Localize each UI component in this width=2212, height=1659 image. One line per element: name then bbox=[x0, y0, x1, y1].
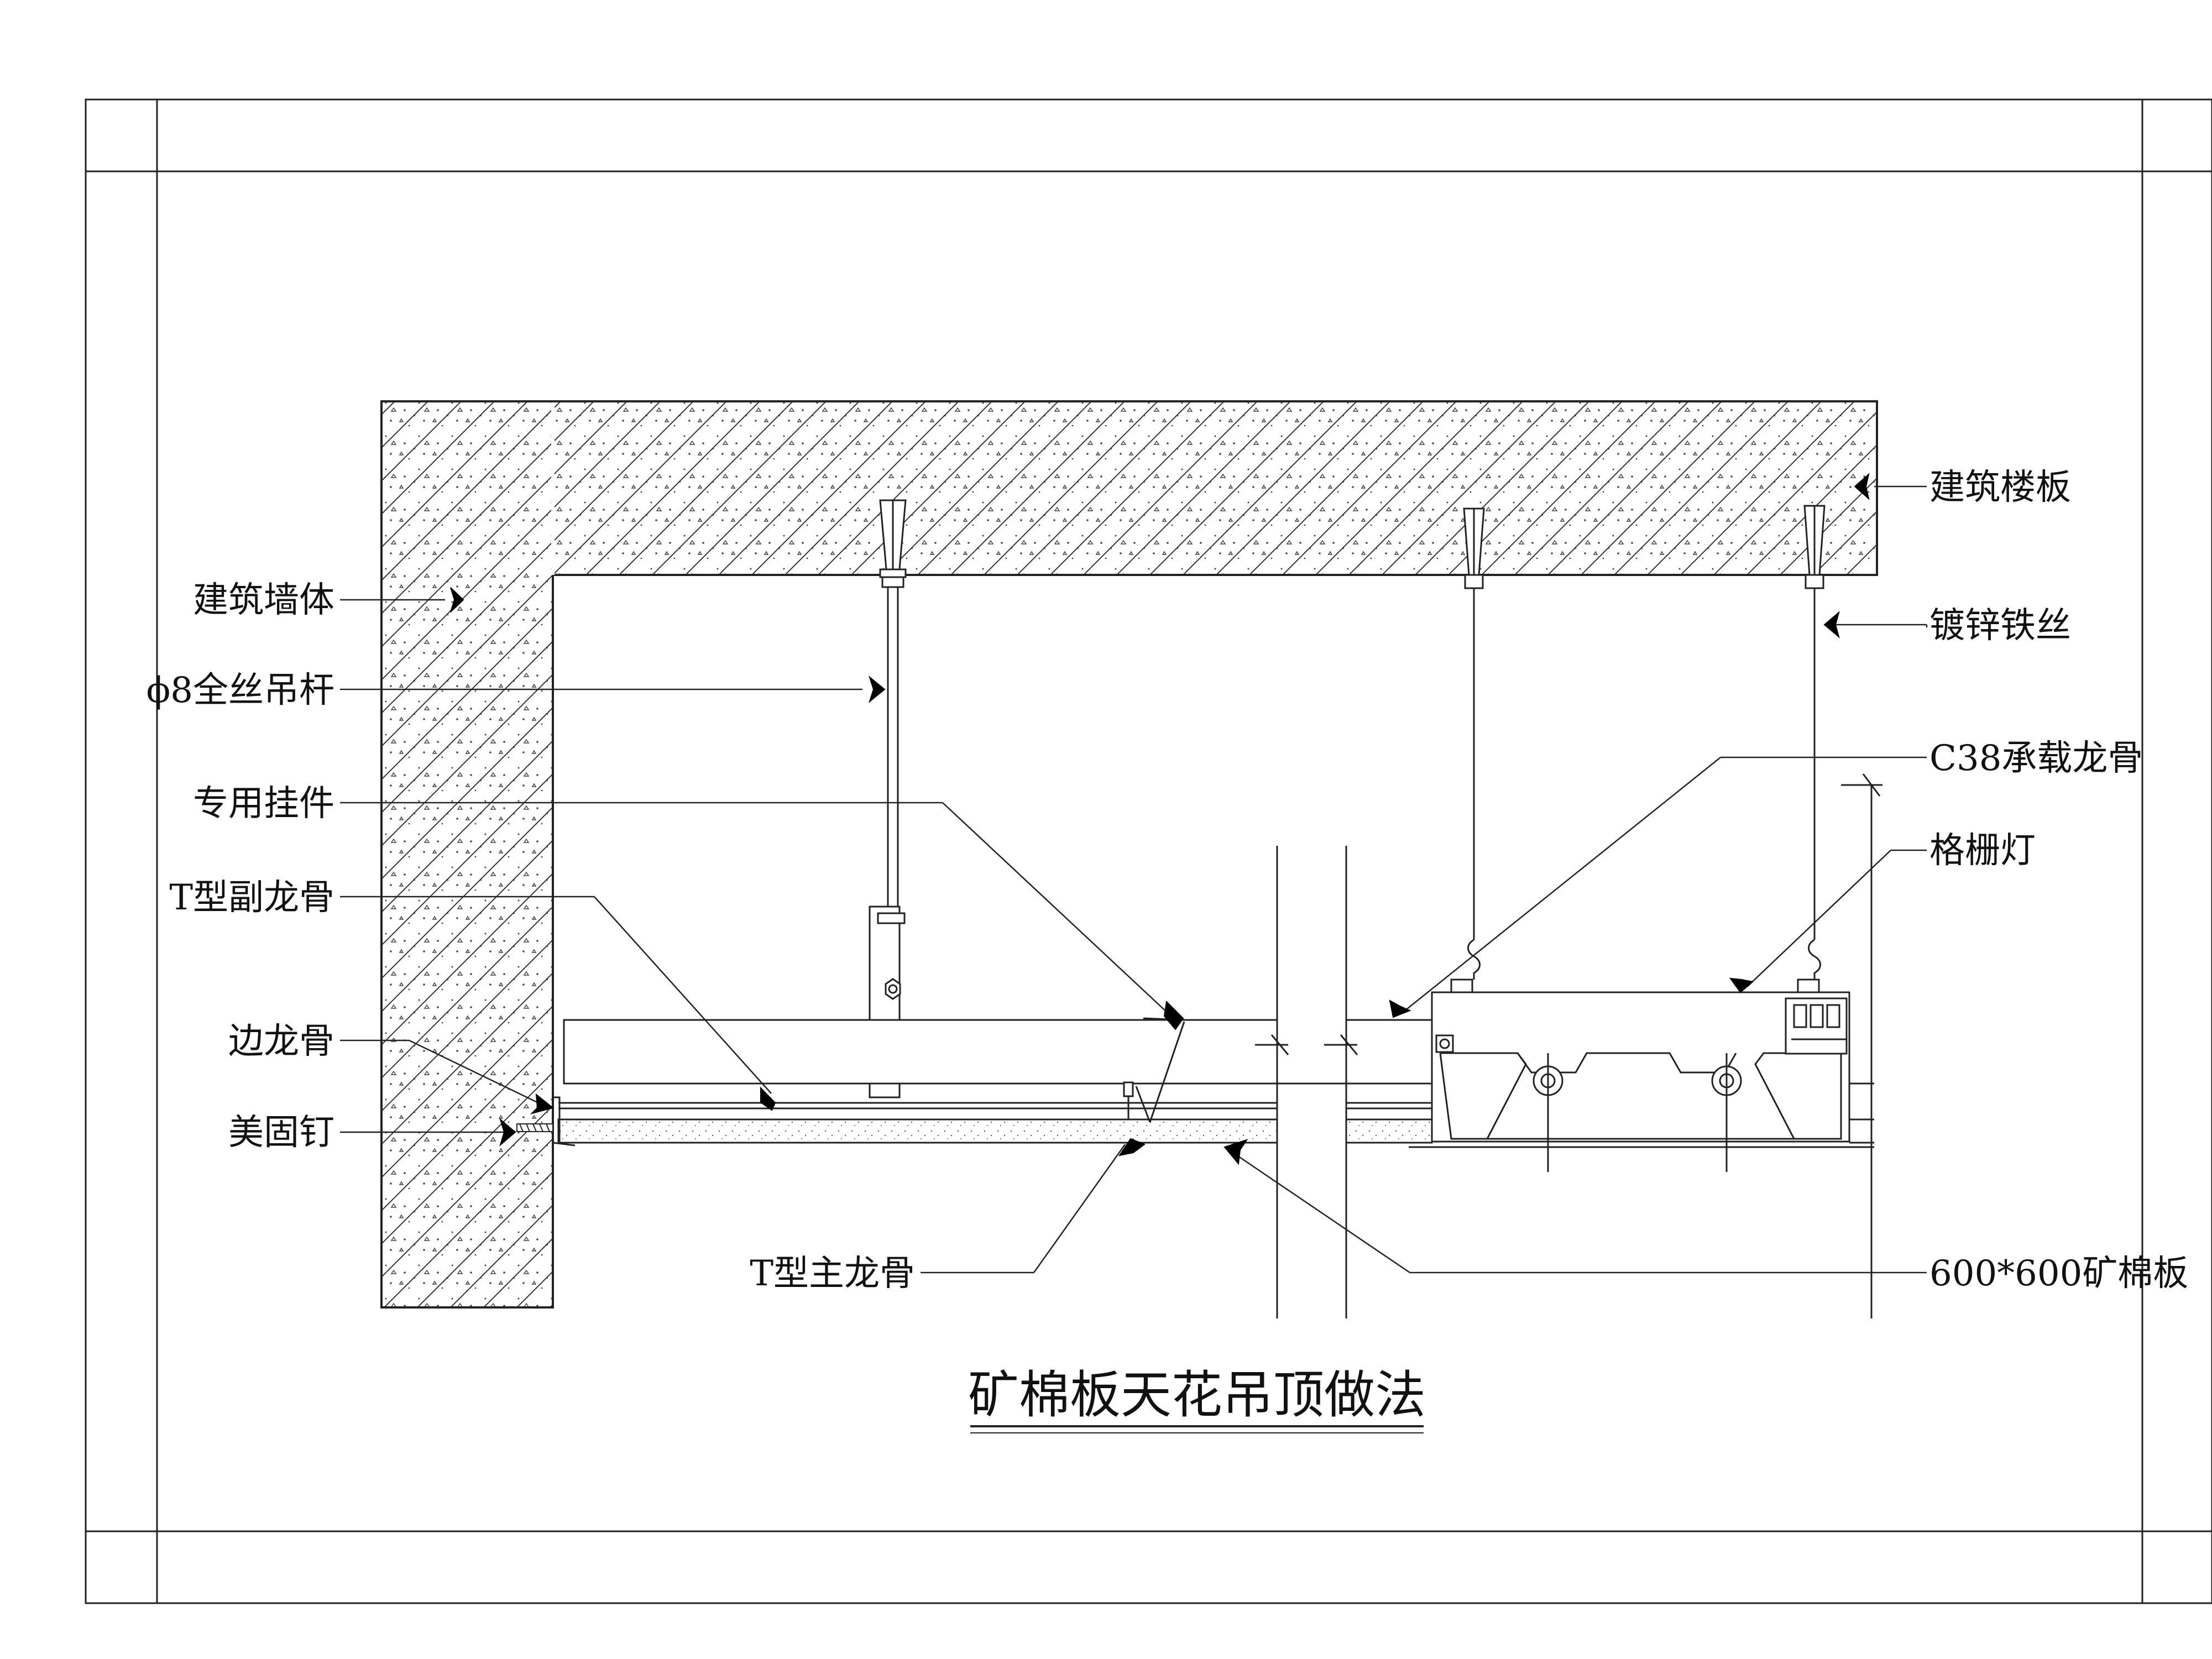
label-anchor-nail: 美固钉 bbox=[228, 1112, 334, 1153]
label-mineral-board: 600*600矿棉板 bbox=[1929, 1253, 2188, 1294]
t-sub-keel bbox=[558, 1102, 1432, 1110]
title-underline bbox=[970, 1425, 1424, 1433]
building-slab bbox=[552, 400, 1878, 576]
label-edge-keel: 边龙骨 bbox=[228, 1021, 334, 1062]
label-grille-light: 格栅灯 bbox=[1929, 830, 2036, 871]
leader-lines bbox=[340, 599, 1928, 1274]
c38-carrying-keel bbox=[563, 1019, 1874, 1085]
label-building-wall: 建筑墙体 bbox=[193, 580, 334, 621]
label-building-slab: 建筑楼板 bbox=[1929, 467, 2071, 508]
building-wall bbox=[380, 400, 554, 1309]
break-lines bbox=[1255, 773, 1882, 1318]
galvanized-wire bbox=[1450, 588, 1821, 995]
label-t-sub-keel: T型副龙骨 bbox=[169, 877, 334, 918]
anchor-bolt-2 bbox=[1463, 507, 1485, 589]
mineral-wool-board bbox=[557, 1118, 1874, 1144]
anchor-bolt-1 bbox=[879, 499, 907, 588]
anchor-bolt-3 bbox=[1803, 505, 1826, 589]
label-c38-keel: C38承载龙骨 bbox=[1929, 738, 2143, 779]
anchor-nail bbox=[516, 1123, 553, 1132]
edge-keel bbox=[552, 1096, 586, 1147]
label-t-main-keel: T型主龙骨 bbox=[750, 1253, 915, 1294]
labels: 建筑墙体 ϕ8全丝吊杆 专用挂件 T型副龙骨 边龙骨 美固钉 T型主龙骨 建筑楼… bbox=[147, 467, 2189, 1294]
drawing-frame bbox=[85, 98, 2212, 1604]
leader-arrows bbox=[450, 473, 1870, 1165]
threaded-rod bbox=[887, 587, 899, 909]
label-threaded-rod: ϕ8全丝吊杆 bbox=[147, 670, 334, 711]
label-galvanized-wire: 镀锌铁丝 bbox=[1929, 605, 2071, 646]
drawing-title: 矿棉板天花吊顶做法 bbox=[968, 1365, 1426, 1425]
label-special-hanger: 专用挂件 bbox=[193, 783, 334, 824]
grille-light bbox=[1409, 991, 1874, 1172]
